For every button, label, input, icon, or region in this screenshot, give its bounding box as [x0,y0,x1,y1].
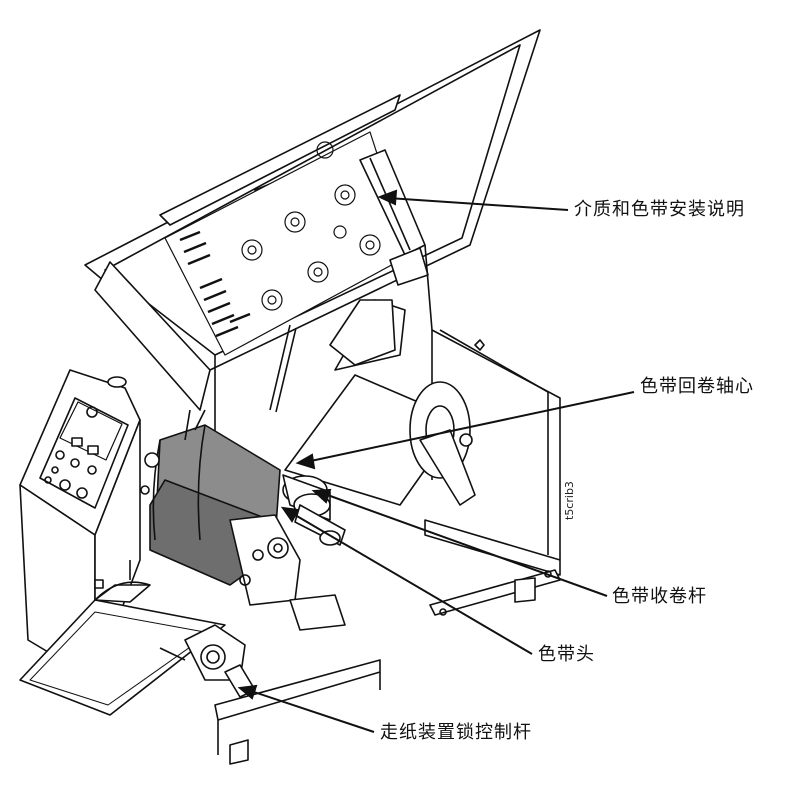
callout-media-instructions: 介质和色带安装说明 [574,199,745,220]
callout-ribbon-rewind-core: 色带回卷轴心 [640,376,754,397]
figure-code: t5crib3 [563,481,576,520]
media-tray [19,581,226,716]
callout-ribbon-takeup-spindle: 色带收卷杆 [612,586,707,607]
callout-paper-feed-lock-lever: 走纸装置锁控制杆 [380,722,532,743]
callout-ribbon-head: 色带头 [538,644,595,665]
control-panel [39,397,129,509]
leader-ribbon-rewind-core [295,391,635,470]
leader-feed-lock-lever [237,684,375,733]
leader-media-instructions [377,189,569,211]
printer-front-side [94,560,131,589]
printer-frame [214,244,561,765]
ribbon-assembly [140,299,476,631]
instruction-label [164,131,411,356]
leader-ribbon-head [280,506,533,655]
leader-ribbon-takeup-spindle [311,488,608,597]
